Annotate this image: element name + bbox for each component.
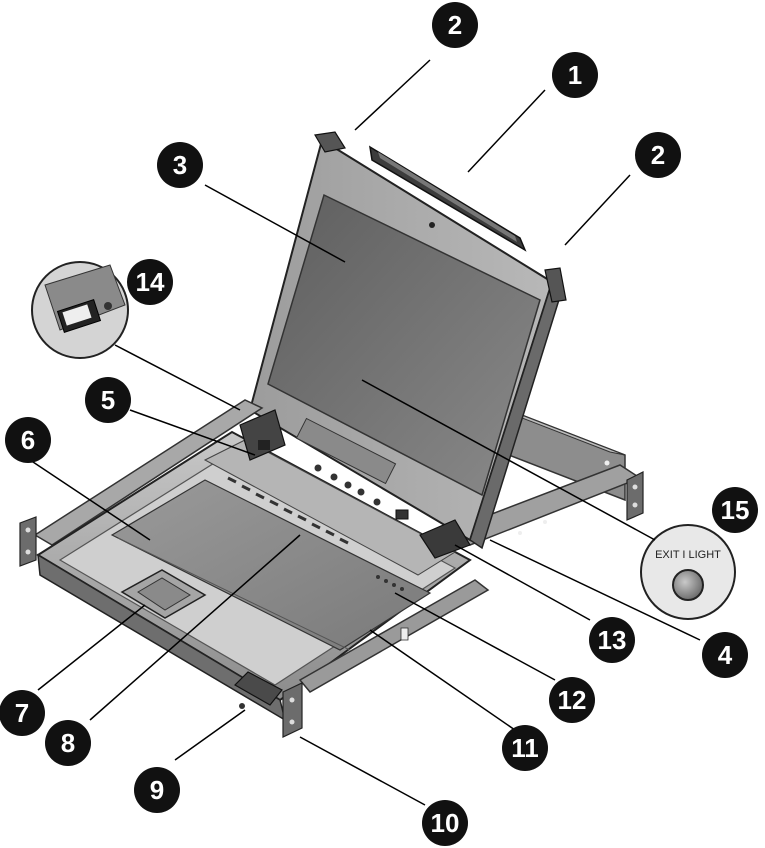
front-handle[interactable] bbox=[234, 671, 283, 706]
svg-text:13: 13 bbox=[598, 625, 627, 655]
svg-text:4: 4 bbox=[718, 640, 733, 670]
svg-text:11: 11 bbox=[511, 733, 539, 763]
callout-3: 3 bbox=[157, 142, 203, 188]
svg-text:9: 9 bbox=[150, 775, 164, 805]
callout-8: 8 bbox=[45, 720, 91, 766]
callout-9: 9 bbox=[134, 767, 180, 813]
svg-text:10: 10 bbox=[431, 808, 460, 838]
callout-11: 11 bbox=[502, 725, 548, 771]
callout-4: 4 bbox=[702, 632, 748, 678]
callout-13: 13 bbox=[589, 617, 635, 663]
svg-text:6: 6 bbox=[21, 425, 35, 455]
lcd-power-module[interactable] bbox=[395, 509, 409, 520]
svg-text:7: 7 bbox=[15, 698, 29, 728]
svg-text:2: 2 bbox=[448, 10, 462, 40]
callout-2-right: 2 bbox=[635, 132, 681, 178]
lcd-panel bbox=[248, 131, 567, 550]
function-key-row[interactable] bbox=[227, 476, 349, 545]
front-right-rail bbox=[282, 579, 490, 738]
callout-1: 1 bbox=[552, 52, 598, 98]
exit-light-button[interactable] bbox=[672, 569, 704, 601]
callout-2-top: 2 bbox=[432, 2, 478, 48]
callout-10: 10 bbox=[422, 800, 468, 846]
latch-left[interactable] bbox=[314, 131, 346, 153]
inset-exit-light: EXIT I LIGHT bbox=[640, 524, 736, 620]
callout-12: 12 bbox=[549, 677, 595, 723]
keyboard[interactable] bbox=[110, 479, 432, 651]
exit-light-label: EXIT I LIGHT bbox=[655, 549, 721, 561]
module-switch[interactable] bbox=[419, 519, 471, 559]
svg-text:1: 1 bbox=[568, 60, 582, 90]
svg-text:12: 12 bbox=[558, 685, 587, 715]
console-tray bbox=[36, 430, 490, 738]
svg-text:3: 3 bbox=[173, 150, 187, 180]
svg-text:15: 15 bbox=[721, 495, 750, 525]
latch-right[interactable] bbox=[544, 267, 567, 303]
svg-text:5: 5 bbox=[101, 385, 115, 415]
status-leds bbox=[376, 575, 404, 591]
callout-5: 5 bbox=[85, 377, 131, 423]
lcd-osd-buttons[interactable] bbox=[295, 417, 397, 506]
lcd-handle bbox=[369, 145, 527, 252]
svg-text:2: 2 bbox=[651, 140, 665, 170]
touchpad[interactable] bbox=[120, 569, 207, 619]
power-led bbox=[239, 703, 245, 709]
leader-lines bbox=[29, 59, 701, 806]
svg-text:14: 14 bbox=[136, 267, 165, 297]
left-rear-rail bbox=[19, 399, 264, 567]
callout-14: 14 bbox=[127, 259, 173, 305]
callout-6: 6 bbox=[5, 417, 51, 463]
callout-7: 7 bbox=[0, 690, 45, 736]
svg-text:8: 8 bbox=[61, 728, 75, 758]
inset-power-switch bbox=[31, 261, 129, 359]
lcd-screen bbox=[267, 193, 541, 497]
left-module[interactable] bbox=[239, 409, 286, 461]
callout-15: 15 bbox=[712, 487, 758, 533]
